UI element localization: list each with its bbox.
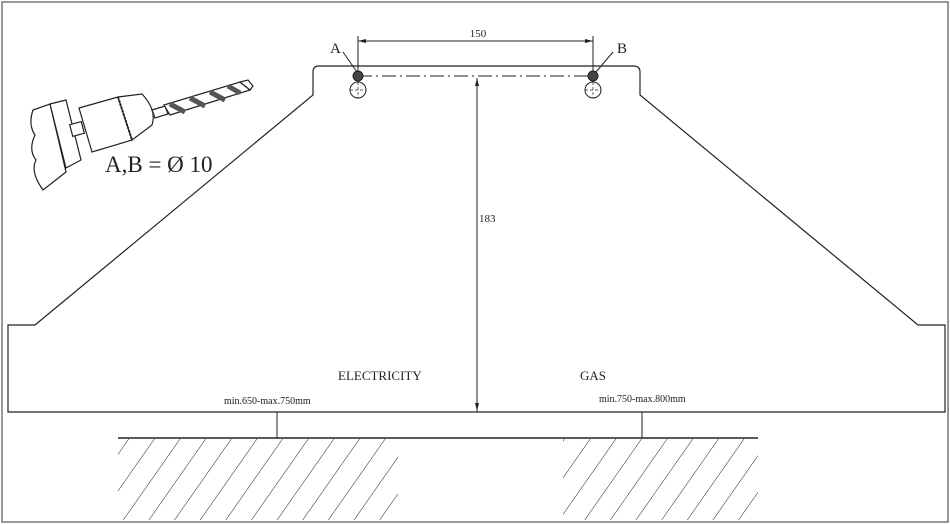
label-b: B (617, 41, 627, 57)
floor-hatch-right (563, 439, 758, 520)
gas-label: GAS (580, 368, 606, 383)
electricity-label: ELECTRICITY (338, 368, 422, 383)
drill-spec-label: A,B = Ø 10 (105, 152, 213, 177)
electricity-height-label: min.650-max.750mm (224, 396, 311, 407)
hood-outline (7, 65, 946, 413)
drill-icon (30, 79, 254, 191)
label-a: A (330, 41, 341, 57)
dimension-150-label: 150 (470, 28, 487, 40)
dimension-183 (475, 78, 479, 412)
leader-a (342, 51, 358, 73)
leader-b (595, 51, 614, 73)
floor-hatch-left (118, 439, 398, 520)
gas-height-label: min.750-max.800mm (599, 394, 686, 405)
dimension-150 (357, 36, 594, 72)
dimension-183-label: 183 (479, 213, 496, 225)
hole-b (584, 70, 602, 99)
hole-a (349, 70, 367, 99)
